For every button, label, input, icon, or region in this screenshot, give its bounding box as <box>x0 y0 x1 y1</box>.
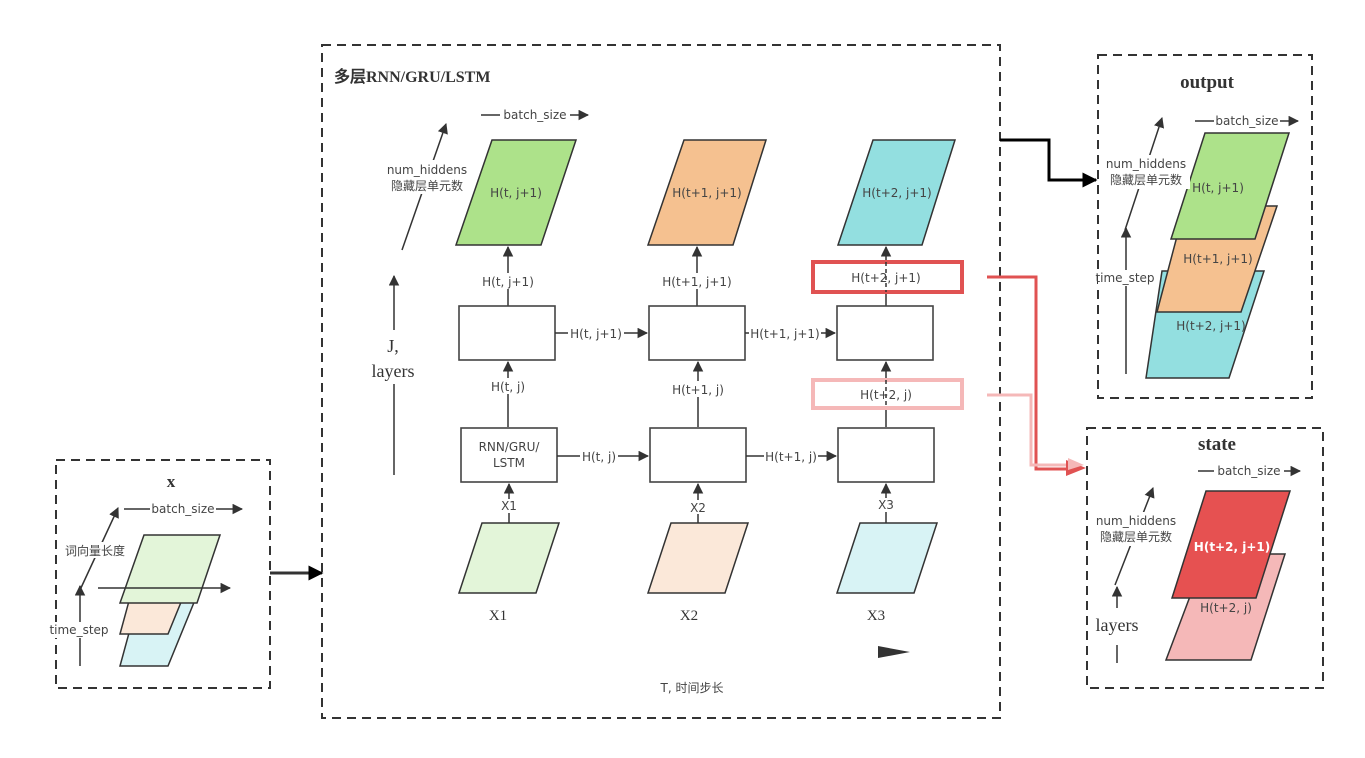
input-block-x2 <box>646 522 750 594</box>
upper-horizontal-label: H(t+1, j+1) <box>750 327 819 341</box>
input-arrow-label: X3 <box>878 498 894 512</box>
model-panel-title: 多层RNN/GRU/LSTM <box>334 67 490 86</box>
layers-axis-label-j: J, <box>387 336 399 356</box>
hidden-units-label: 隐藏层单元数 <box>1100 529 1172 544</box>
output-layer-1 <box>1169 132 1291 240</box>
num-hiddens-label: num_hiddens <box>1106 157 1186 171</box>
cell-lower-t1 <box>649 427 747 483</box>
input-block-x3 <box>835 522 939 594</box>
output-block-t1 <box>646 139 768 246</box>
batch-size-label: batch_size <box>503 108 566 122</box>
cell-upper-t <box>458 305 556 361</box>
batch-size-label: batch_size <box>1215 114 1278 128</box>
cell-type-label: RNN/GRU/ <box>479 440 541 454</box>
cell-type-label: LSTM <box>493 456 525 470</box>
cell-lower-t <box>460 427 558 483</box>
input-arrow-label: X2 <box>690 501 706 515</box>
batch-size-label: batch_size <box>1217 464 1280 478</box>
bottom-state-to-state-connector <box>987 393 1070 467</box>
state-layer-label: H(t+2, j) <box>1200 601 1252 615</box>
input-block-label: X3 <box>867 608 885 624</box>
model-panel: 多层RNN/GRU/LSTM batch_size num_hiddens 隐藏… <box>321 44 1001 719</box>
hidden-units-label: 隐藏层单元数 <box>1110 172 1182 187</box>
input-block-label: X1 <box>489 608 507 624</box>
cell-upper-t2 <box>836 305 934 361</box>
input-panel: x batch_size 词向量长度 time_step <box>48 459 271 689</box>
state-panel-title: state <box>1198 434 1236 455</box>
layers-label: layers <box>1096 615 1139 635</box>
time-step-label: time_step <box>1095 271 1154 285</box>
final-top-state-highlight <box>811 260 964 294</box>
state-layer-top <box>1170 490 1292 599</box>
output-block-label: H(t+2, j+1) <box>862 186 931 200</box>
final-bottom-state-label: H(t+2, j) <box>860 388 912 402</box>
batch-size-label: batch_size <box>151 502 214 516</box>
final-top-state-label: H(t+2, j+1) <box>851 271 920 285</box>
model-panel-frame <box>321 44 1001 719</box>
time-axis-arrowhead <box>878 646 910 658</box>
output-block-label: H(t, j+1) <box>490 186 542 200</box>
time-axis-label: T, 时间步长 <box>660 681 724 695</box>
state-layer-label: H(t+2, j+1) <box>1194 540 1270 554</box>
lower-vertical-label: H(t+1, j) <box>672 383 724 397</box>
output-layer-label: H(t+1, j+1) <box>1183 252 1252 266</box>
lower-vertical-label: H(t, j) <box>491 380 525 394</box>
lower-horizontal-label: H(t+1, j) <box>765 450 817 464</box>
state-panel-frame <box>1086 427 1324 689</box>
output-panel-frame <box>1097 54 1313 399</box>
state-panel: state batch_size H(t+2, j+1) H(t+2, j) n… <box>1086 427 1324 689</box>
lower-horizontal-label: H(t, j) <box>582 450 616 464</box>
model-to-output-connector <box>1000 138 1098 188</box>
input-block-label: X2 <box>680 608 698 624</box>
cell-lower-t2 <box>837 427 935 483</box>
input-panel-title: x <box>167 472 176 491</box>
input-panel-frame <box>55 459 271 689</box>
num-hiddens-label: num_hiddens <box>1096 514 1176 528</box>
output-block-t2 <box>836 139 957 246</box>
input-layer-1 <box>118 534 222 604</box>
hidden-units-label: 隐藏层单元数 <box>391 178 463 193</box>
input-block-x1 <box>457 522 561 594</box>
cell-upper-t1 <box>648 305 746 361</box>
output-panel: output batch_size H(t, j+1) H(t+1, j+1) … <box>1095 54 1313 399</box>
layers-axis-label-layers: layers <box>372 361 415 381</box>
num-hiddens-label: num_hiddens <box>387 163 467 177</box>
final-bottom-state-highlight <box>811 378 964 410</box>
time-step-label: time_step <box>49 623 108 637</box>
output-block-t <box>454 139 578 246</box>
upper-horizontal-label: H(t, j+1) <box>570 327 622 341</box>
vector-length-label: 词向量长度 <box>65 543 125 558</box>
output-block-label: H(t+1, j+1) <box>672 186 741 200</box>
top-state-to-state-connector <box>987 275 1068 471</box>
upper-vertical-label: H(t+1, j+1) <box>662 275 731 289</box>
output-layer-label: H(t, j+1) <box>1192 181 1244 195</box>
output-panel-title: output <box>1180 72 1235 93</box>
input-arrow-label: X1 <box>501 499 517 513</box>
output-layer-label: H(t+2, j+1) <box>1176 319 1245 333</box>
upper-vertical-label: H(t, j+1) <box>482 275 534 289</box>
